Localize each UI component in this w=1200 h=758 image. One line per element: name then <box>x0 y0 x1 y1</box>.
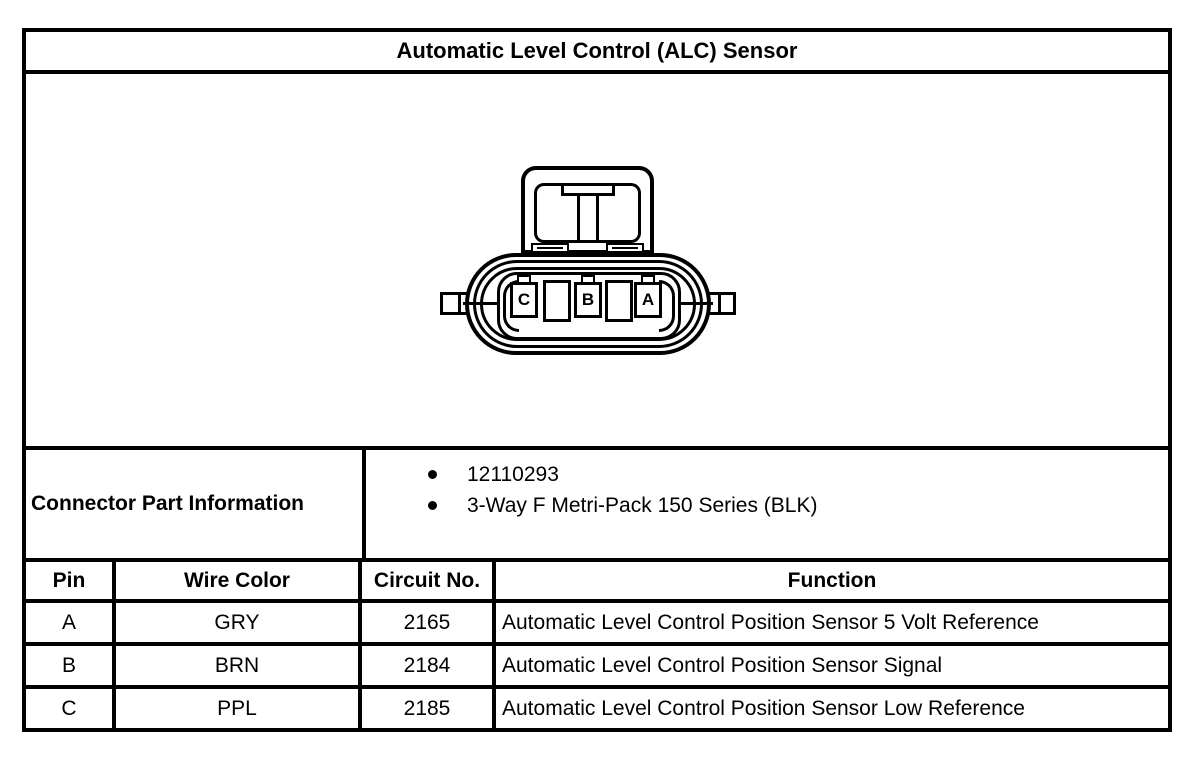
page-title: Automatic Level Control (ALC) Sensor <box>396 38 798 63</box>
pin-separator-slot <box>605 280 633 322</box>
pin-box-b: B <box>574 282 602 318</box>
header-circuit-no: Circuit No. <box>358 562 492 599</box>
wire-color-cell: PPL <box>112 689 358 728</box>
table-row-pin-b: B BRN 2184 Automatic Level Control Posit… <box>26 646 1168 689</box>
latch-t-stem <box>576 193 599 243</box>
connector-diagram-cell: C B A <box>26 74 1168 446</box>
wire-color-cell: BRN <box>112 646 358 685</box>
table-row-pin-a: A GRY 2165 Automatic Level Control Posit… <box>26 603 1168 646</box>
part-info-row: Connector Part Information 12110293 3-Wa… <box>26 450 1168 562</box>
latch-clip-left <box>531 243 569 253</box>
header-wire-color: Wire Color <box>112 562 358 599</box>
part-info-item: 12110293 <box>428 459 1168 490</box>
pin-notch <box>581 275 595 284</box>
pin-cell: A <box>61 610 76 634</box>
wire-color-cell: GRY <box>112 603 358 642</box>
part-info-list: 12110293 3-Way F Metri-Pack 150 Series (… <box>366 450 1168 521</box>
connector-latch-icon <box>521 166 654 254</box>
pin-box-a: A <box>634 282 662 318</box>
header-pin: Pin <box>52 568 86 592</box>
pin-notch <box>517 275 531 284</box>
part-info-values: 12110293 3-Way F Metri-Pack 150 Series (… <box>362 450 1168 558</box>
function-cell: Automatic Level Control Position Sensor … <box>492 646 1168 685</box>
function-cell: Automatic Level Control Position Sensor … <box>492 689 1168 728</box>
connector-info-table: Automatic Level Control (ALC) Sensor <box>22 28 1172 732</box>
table-row-pin-c: C PPL 2185 Automatic Level Control Posit… <box>26 689 1168 728</box>
circuit-no-cell: 2165 <box>358 603 492 642</box>
circuit-no-cell: 2185 <box>358 689 492 728</box>
pin-cell: B <box>61 653 76 677</box>
bullet-icon <box>428 470 437 479</box>
part-info-item: 3-Way F Metri-Pack 150 Series (BLK) <box>428 490 1168 521</box>
title-row: Automatic Level Control (ALC) Sensor <box>26 32 1168 74</box>
centerline-left <box>463 302 509 305</box>
pin-cell: C <box>61 696 77 720</box>
bullet-icon <box>428 501 437 510</box>
latch-t-bar <box>560 183 615 196</box>
diagram-row: C B A <box>26 74 1168 450</box>
latch-clip-right <box>606 243 644 253</box>
pin-carrier: C B A <box>497 272 681 340</box>
circuit-no-cell: 2184 <box>358 646 492 685</box>
centerline-right <box>667 302 713 305</box>
part-series: 3-Way F Metri-Pack 150 Series (BLK) <box>467 494 818 517</box>
function-cell: Automatic Level Control Position Sensor … <box>492 603 1168 642</box>
pin-table-header-row: Pin Wire Color Circuit No. Function <box>26 562 1168 603</box>
connector-diagram-icon: C B A <box>437 166 737 356</box>
part-info-label: Connector Part Information <box>31 492 305 515</box>
latch-inner-outline <box>534 183 641 243</box>
pin-notch <box>641 275 655 284</box>
part-number: 12110293 <box>467 463 559 486</box>
header-function: Function <box>492 562 1168 599</box>
pin-box-c: C <box>510 282 538 318</box>
pin-separator-slot <box>543 280 571 322</box>
